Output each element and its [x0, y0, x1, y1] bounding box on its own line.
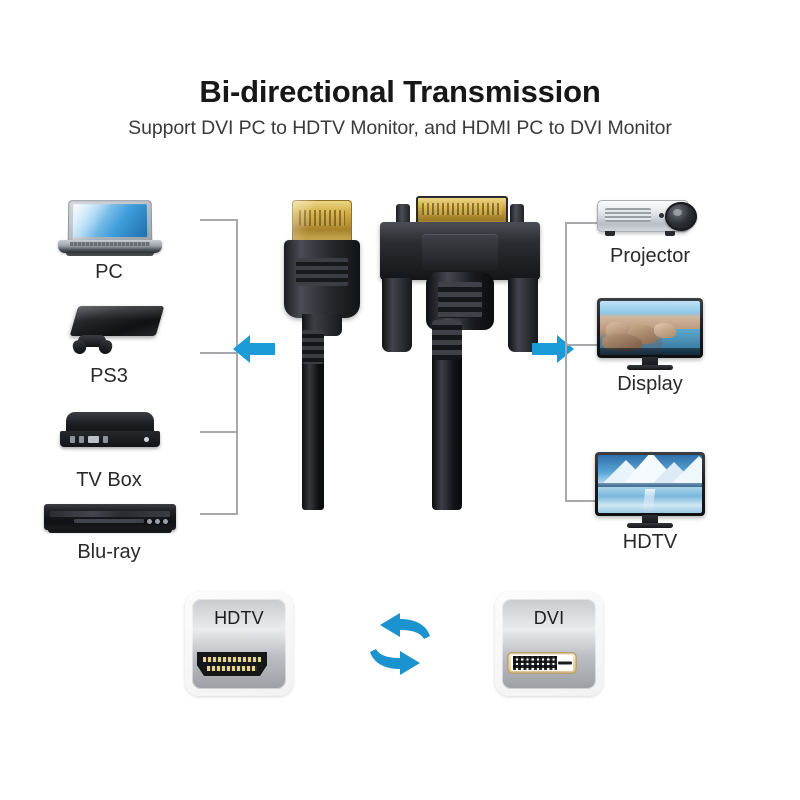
dvi-port-label: DVI: [533, 608, 565, 628]
arrow-right-icon: [532, 332, 574, 366]
hdmi-port-label: HDTV: [214, 608, 264, 628]
bluray-player-icon: [34, 490, 184, 538]
source-device-label: PC: [95, 261, 123, 283]
hdmi-connector: [282, 200, 362, 350]
dvi-connector: [380, 196, 540, 406]
source-device-label: Blu-ray: [77, 541, 141, 563]
destination-device-hdtv: HDTV: [575, 452, 725, 554]
panel-face: [502, 599, 596, 689]
source-device-pc: PC: [34, 196, 184, 284]
destination-device-label: HDTV: [622, 531, 678, 553]
page-title: Bi-directional Transmission: [199, 74, 601, 109]
hdmi-port-icon: [197, 652, 267, 676]
tv-icon: [575, 452, 725, 528]
set-top-box-icon: [34, 404, 184, 466]
game-console-icon: [34, 300, 184, 362]
source-device-tv-box: TV Box: [34, 404, 184, 492]
laptop-icon: [34, 196, 184, 258]
destination-device-projector: Projector: [575, 190, 725, 268]
source-device-bluray: Blu-ray: [34, 490, 184, 564]
source-device-label: PS3: [90, 365, 128, 387]
destination-device-display: Display: [575, 298, 725, 396]
source-device-label: TV Box: [76, 469, 142, 491]
source-device-ps3: PS3: [34, 300, 184, 388]
arrow-left-icon: [233, 332, 275, 366]
destination-bracket: [565, 222, 603, 502]
hdmi-cable-cord: [302, 330, 324, 510]
page-subtitle: Support DVI PC to HDTV Monitor, and HDMI…: [128, 117, 672, 139]
destination-device-label: Display: [617, 373, 683, 395]
monitor-icon: [575, 298, 725, 370]
destination-device-label: Projector: [609, 245, 691, 267]
dvi-port-icon: [507, 652, 577, 674]
dvi-cable-cord: [432, 320, 462, 510]
dvi-port-panel: DVI: [495, 592, 603, 696]
projector-icon: [575, 190, 725, 242]
bidirectional-swap-icon: [360, 612, 440, 676]
hdmi-port-panel: HDTV: [185, 592, 293, 696]
source-bracket: [200, 219, 238, 515]
